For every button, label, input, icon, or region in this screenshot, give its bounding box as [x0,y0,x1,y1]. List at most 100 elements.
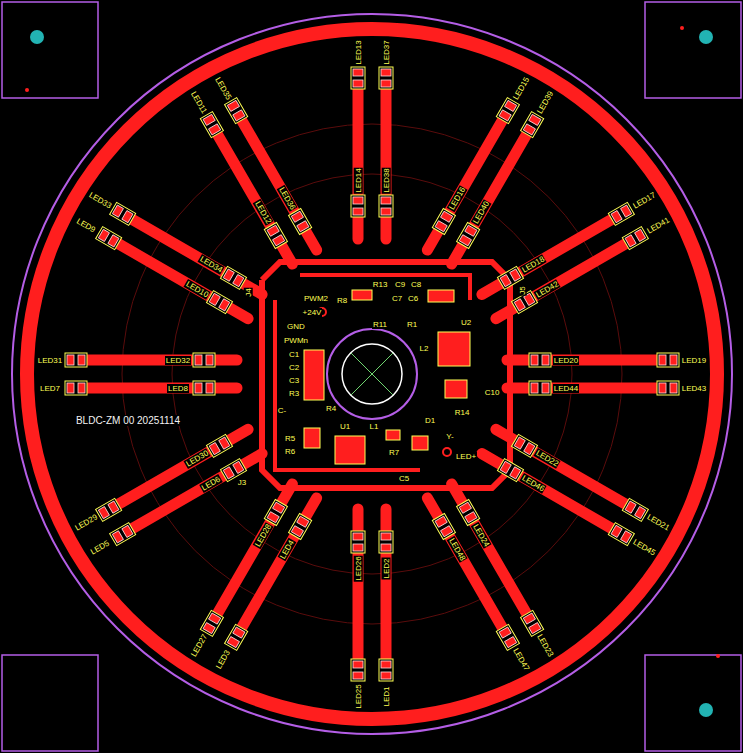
led-label: LED7 [39,384,61,393]
led-trace [236,111,317,250]
led-footprint [351,659,365,681]
led-footprint [351,195,365,217]
led-label: LED32 [165,356,191,365]
component-label: C9 [394,280,406,289]
led-label: LED23 [535,632,556,659]
component-label: C1 [288,350,300,359]
led-label: LED5 [88,538,112,557]
led-label: LED35 [213,74,234,101]
led-label: LED39 [535,88,556,115]
power-trace [262,262,510,488]
led-label: LED33 [86,190,113,211]
led-footprint [193,353,215,367]
guide-circle [172,174,572,574]
component-label: C3 [288,376,300,385]
led-trace [381,509,392,670]
component-label: C2 [288,363,300,372]
led-footprint [379,195,393,217]
component-label: PWM2 [303,294,329,303]
component-body [304,428,320,448]
led-footprint [96,498,122,521]
component-body [386,430,400,440]
component-label: LED+ [455,452,477,461]
component-label: L1 [369,422,380,431]
led-footprint [225,98,248,124]
led-footprint [110,523,136,546]
led-label: LED19 [681,356,707,365]
led-label: LED4 [278,537,297,561]
led-trace [353,78,364,239]
via-dot [716,654,720,658]
led-footprint [521,112,544,138]
component-label: R7 [388,448,400,457]
led-label: LED17 [630,190,657,211]
component-label: R6 [284,447,296,456]
led-label: LED27 [188,632,209,659]
led-footprint [657,353,679,367]
component-body [335,436,365,464]
component-label: Y- [445,432,454,441]
mounting-dot [30,30,44,44]
component-label: GND [286,322,306,331]
led-label: LED43 [681,384,707,393]
component-label: J5 [517,285,526,295]
led-trace [76,355,237,366]
led-label: LED25 [354,683,363,709]
component-body [304,350,324,400]
led-footprint [432,208,455,234]
component-label: C10 [484,388,501,397]
led-label: LED21 [644,512,671,533]
led-label: LED14 [354,167,363,193]
component-label: C- [277,406,287,415]
led-trace [427,498,508,637]
corner-keepout [2,2,98,98]
led-footprint [432,513,455,539]
led-label: LED11 [189,89,210,116]
mounting-dot [699,30,713,44]
led-footprint [206,291,232,314]
led-label: LED8 [167,384,189,393]
component-body [445,380,467,398]
led-label: LED46 [519,473,546,494]
led-footprint [264,499,287,525]
corner-keepout [645,655,741,751]
led-label: LED37 [382,39,391,65]
hole-mark [342,344,402,404]
via-dot [25,88,29,92]
led-label: LED45 [630,537,657,558]
component-label: C5 [398,474,410,483]
led-label: LED41 [644,215,671,236]
board-label: BLDC-ZM 00 20251114 [75,415,181,426]
led-trace [496,238,635,319]
led-label: LED2 [381,557,390,579]
component-body [352,290,372,300]
led-label: LED1 [381,685,390,707]
component-label: R11 [372,320,388,329]
hole-cross [351,353,393,395]
led-footprint [529,381,551,395]
component-label: R1 [406,320,418,329]
led-label: LED13 [354,39,363,65]
hole-cross [351,353,393,395]
led-footprint [200,112,223,138]
led-label: LED29 [72,512,99,533]
board-outline [12,14,732,734]
component-label: U1 [339,422,351,431]
component-label: R14 [454,408,471,417]
led-trace [76,383,237,394]
led-footprint [657,381,679,395]
component-body [412,436,428,450]
led-trace [353,509,364,670]
guide-circle [122,124,622,624]
led-footprint [529,353,551,367]
led-trace [381,78,392,239]
led-footprint [379,67,393,89]
component-label: C7 [391,294,403,303]
led-label: LED26 [354,555,363,581]
led-footprint [110,202,136,225]
mounting-dot [699,703,713,717]
led-label: LED24 [471,521,492,548]
led-footprint [379,531,393,553]
led-label: LED44 [553,384,579,393]
